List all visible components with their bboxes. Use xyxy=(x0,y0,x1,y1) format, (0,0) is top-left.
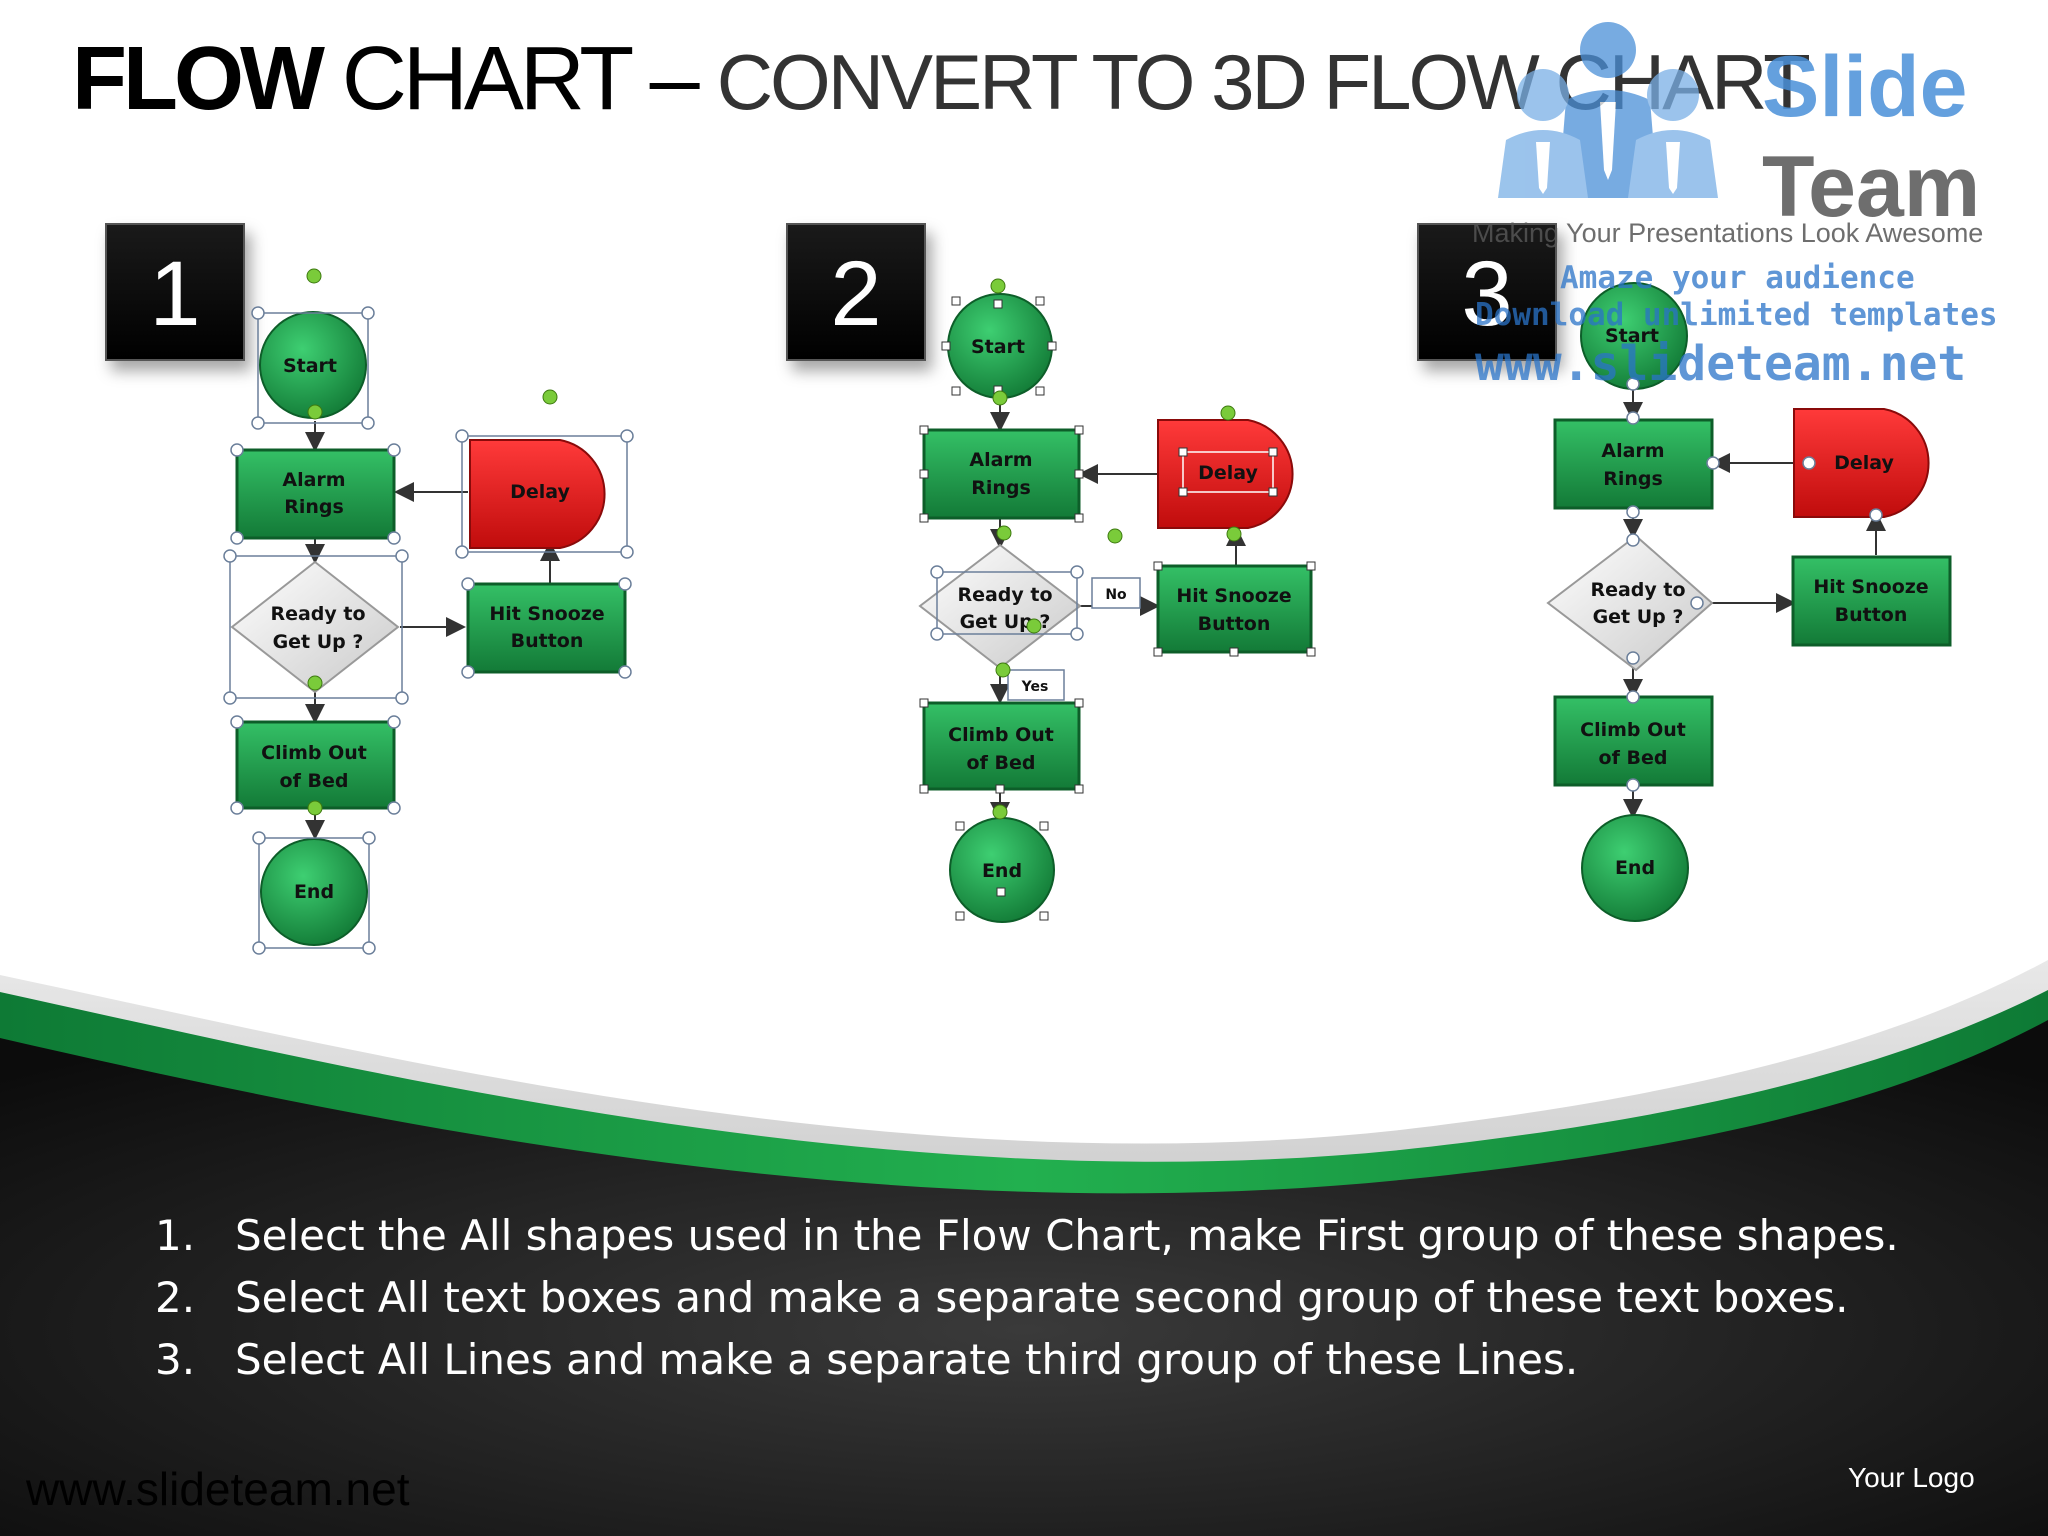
alarm-label-3a: Alarm xyxy=(1601,440,1664,462)
climb-label-3a: Climb Out xyxy=(1580,719,1686,741)
instruction-number: 2. xyxy=(155,1273,196,1322)
start-label-3: Start xyxy=(1605,325,1659,347)
slideteam-watermark: Slide Team Making Your Presentations Loo… xyxy=(1470,20,2030,392)
decision-label-1b: Get Up ? xyxy=(273,631,364,653)
delay-label-3: Delay xyxy=(1834,452,1894,474)
instruction-item: 1. Select the All shapes used in the Flow… xyxy=(155,1205,1899,1267)
brand-url: www.slideteam.net xyxy=(1475,336,1967,392)
end-label-3: End xyxy=(1615,857,1655,879)
brand-name-1: Slide xyxy=(1762,39,1968,135)
step-box-2: 2 xyxy=(786,223,926,361)
instruction-number: 1. xyxy=(155,1211,196,1260)
flowchart-2: Start Alarm Rings Delay Ready to Get Up … xyxy=(918,278,1316,923)
climb-label-1a: Climb Out xyxy=(261,742,367,764)
decision-label-2a: Ready to xyxy=(957,584,1052,606)
flowchart-3: Start Alarm Rings Delay Ready to Get Up … xyxy=(1546,282,1952,922)
alarm-label-1a: Alarm xyxy=(282,469,345,491)
decision-label-3a: Ready to xyxy=(1590,579,1685,601)
title-rest: CHART – xyxy=(320,29,717,129)
alarm-label-2b: Rings xyxy=(971,477,1031,499)
instruction-item: 2. Select All text boxes and make a separ… xyxy=(155,1267,1899,1329)
flowchart-diagrams: Start Alarm Rings Delay Ready to Get Up … xyxy=(223,268,1952,955)
start-label-2: Start xyxy=(971,336,1025,358)
climb-label-2a: Climb Out xyxy=(948,724,1054,746)
brand-line-1: Amaze your audience xyxy=(1560,260,1915,296)
end-label-2: End xyxy=(982,860,1022,882)
title-bold: FLOW xyxy=(72,29,325,129)
instruction-text: Select All text boxes and make a separat… xyxy=(235,1273,1849,1322)
logo-placeholder: Your Logo xyxy=(1848,1462,1975,1493)
snooze-label-3b: Button xyxy=(1835,604,1908,626)
brand-line-2: Download unlimited templates xyxy=(1475,297,1998,333)
yes-label-2: Yes xyxy=(1021,679,1049,695)
climb-label-1b: of Bed xyxy=(280,770,349,792)
snooze-label-1b: Button xyxy=(511,630,584,652)
start-label-1: Start xyxy=(283,355,337,377)
brand-name-2: Team xyxy=(1762,139,1981,235)
alarm-label-3b: Rings xyxy=(1603,468,1663,490)
footer-url[interactable]: www.slideteam.net xyxy=(26,1463,410,1515)
step-box-3: 3 xyxy=(1417,223,1557,361)
end-label-1: End xyxy=(294,881,334,903)
decision-label-1a: Ready to xyxy=(270,603,365,625)
flowchart-1: Start Alarm Rings Delay Ready to Get Up … xyxy=(223,268,634,955)
delay-label-1: Delay xyxy=(510,481,570,503)
delay-label-2: Delay xyxy=(1198,462,1258,484)
snooze-label-1a: Hit Snooze xyxy=(489,603,604,625)
brand-tagline: Making Your Presentations Look Awesome xyxy=(1472,218,1984,248)
alarm-label-1b: Rings xyxy=(284,496,344,518)
instruction-item: 3. Select All Lines and make a separate t… xyxy=(155,1329,1899,1391)
snooze-label-2b: Button xyxy=(1198,613,1271,635)
people-logo-icon xyxy=(1498,22,1718,198)
instruction-text: Select All Lines and make a separate thi… xyxy=(235,1335,1579,1384)
no-label-2: No xyxy=(1105,587,1127,603)
climb-label-2b: of Bed xyxy=(967,752,1036,774)
climb-label-3b: of Bed xyxy=(1599,747,1668,769)
alarm-label-2a: Alarm xyxy=(969,449,1032,471)
instruction-text: Select the All shapes used in the Flow C… xyxy=(235,1211,1899,1260)
instruction-list: 1. Select the All shapes used in the Flow… xyxy=(155,1205,1899,1391)
step-box-1: 1 xyxy=(105,223,245,361)
decision-label-3b: Get Up ? xyxy=(1593,606,1684,628)
instruction-number: 3. xyxy=(155,1335,196,1384)
snooze-label-3a: Hit Snooze xyxy=(1813,576,1928,598)
snooze-label-2a: Hit Snooze xyxy=(1176,585,1291,607)
